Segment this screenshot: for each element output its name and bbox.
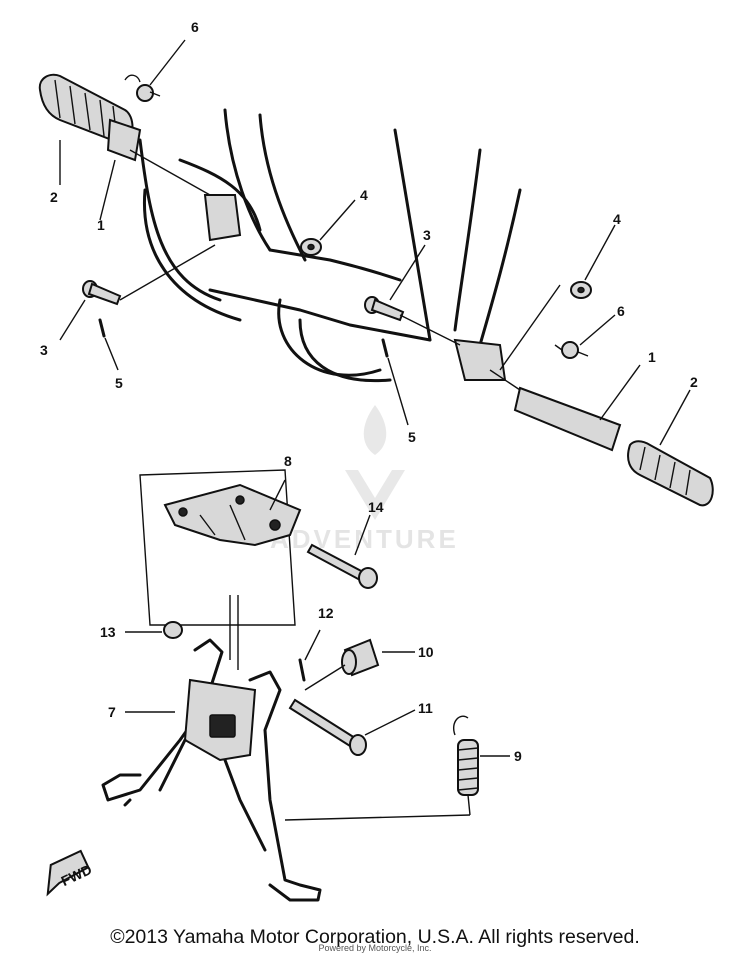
torsion-spring-left (124, 74, 161, 102)
washer-right (570, 281, 592, 299)
callout-11: 11 (418, 700, 433, 716)
callout-5-left: 5 (115, 375, 123, 391)
pivot-bolt (306, 543, 378, 589)
washer-left (300, 238, 322, 256)
callout-1-left: 1 (97, 217, 105, 233)
right-footrest-bracket (453, 338, 507, 381)
left-footrest-bracket (203, 194, 242, 242)
callout-13: 13 (100, 624, 116, 640)
collar (341, 638, 380, 677)
stand-bracket (163, 483, 302, 547)
main-stand (101, 638, 322, 902)
callout-3-left: 3 (40, 342, 48, 358)
forward-arrow-icon: FWD (46, 849, 94, 897)
callout-2-right: 2 (690, 374, 698, 390)
stand-shaft (288, 698, 367, 756)
callout-numbers: 6 2 1 4 3 3 5 5 4 6 1 2 8 14 13 12 10 7 … (40, 19, 698, 764)
callout-14: 14 (368, 499, 384, 515)
callout-7: 7 (108, 704, 116, 720)
cotter-pin-right (381, 338, 389, 358)
callout-4-right: 4 (613, 211, 621, 227)
cotter-pin (298, 658, 306, 682)
leader-lines-lower (125, 479, 510, 821)
callout-12: 12 (318, 605, 334, 621)
stand-spring (453, 715, 479, 816)
copyright-notice: ©2013 Yamaha Motor Corporation, U.S.A. A… (110, 926, 640, 948)
footrest-right (513, 386, 622, 452)
callout-6-left: 6 (191, 19, 199, 35)
callout-6-right: 6 (617, 303, 625, 319)
cotter-pin-left (98, 318, 106, 338)
frame-tubes (138, 108, 522, 383)
pin-left (82, 280, 122, 306)
callout-8: 8 (284, 453, 292, 469)
callout-5-right: 5 (408, 429, 416, 445)
callout-10: 10 (418, 644, 434, 660)
torsion-spring-right (554, 341, 589, 359)
nut (163, 621, 183, 639)
callout-9: 9 (514, 748, 522, 764)
watermark: ADVENTURE (270, 405, 459, 554)
watermark-text: ADVENTURE (270, 524, 459, 554)
callout-1-right: 1 (648, 349, 656, 365)
leader-lines-upper (59, 39, 691, 446)
callout-2-left: 2 (50, 189, 58, 205)
callout-4-left: 4 (360, 187, 368, 203)
bracket-outline (139, 469, 296, 626)
fine-print: Powered by Motorcycle, Inc. (318, 943, 432, 953)
footrest-left (106, 118, 142, 162)
callout-3-right: 3 (423, 227, 431, 243)
footrest-rubber-right (627, 440, 714, 507)
pin-right (364, 296, 405, 322)
